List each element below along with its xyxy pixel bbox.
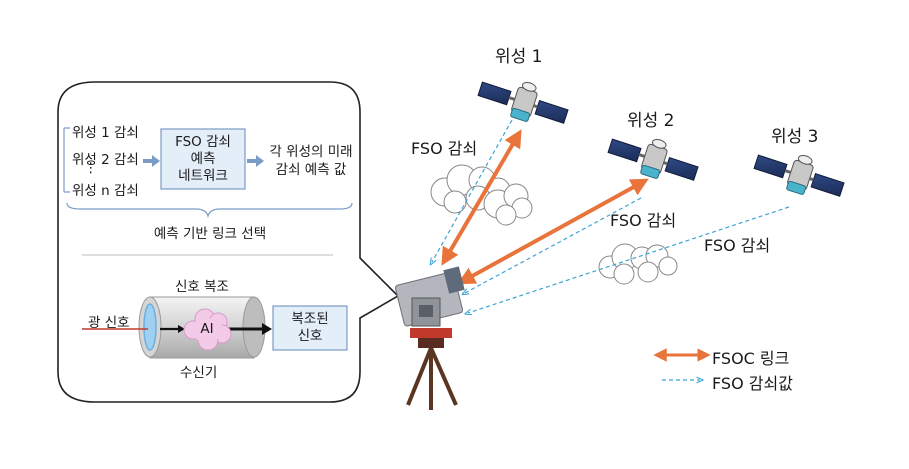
- brace: [66, 202, 353, 219]
- input-ellipsis: ⋮: [84, 160, 98, 176]
- input-satellite-2: 위성 2 감쇠: [72, 152, 139, 168]
- network-box-line-2: 예측: [190, 150, 216, 167]
- network-box-line-1: FSO 감쇠: [175, 133, 231, 150]
- demod-box-line-2: 신호: [297, 328, 323, 344]
- optical-signal-label: 광 신호: [88, 315, 130, 331]
- arrow-to-output: [247, 155, 264, 167]
- demodulated-signal-box: [272, 305, 348, 351]
- satellite-2-icon: [607, 138, 699, 181]
- ai-cloud: [183, 308, 232, 351]
- network-box: [160, 128, 246, 190]
- output-line-2: 감쇠 예측 값: [275, 162, 347, 178]
- ground-station-icon: [394, 266, 465, 410]
- fsoc-link-sat2: [457, 178, 649, 285]
- input-satellite-n: 위성 n 감쇠: [72, 183, 139, 199]
- fso-label-2: FSO 감쇠: [610, 211, 677, 230]
- arrow-to-network: [143, 155, 160, 167]
- demod-box-line-1: 복조된: [291, 311, 329, 327]
- input-satellite-1: 위성 1 감쇠: [72, 125, 139, 141]
- network-box-line-3: 네트워크: [178, 167, 228, 184]
- receiver-caption: 수신기: [180, 365, 218, 381]
- legend-fsoc-label: FSOC 링크: [712, 349, 790, 368]
- ai-label: AI: [200, 321, 214, 337]
- satellite-1-icon: [477, 81, 569, 124]
- output-line-1: 각 위성의 미래: [269, 144, 353, 160]
- legend-fso-label: FSO 감쇠값: [712, 374, 793, 393]
- satellite-1-label: 위성 1: [495, 47, 543, 67]
- receiver-title: 신호 복조: [175, 279, 229, 295]
- cloud-2: [598, 243, 678, 285]
- satellite-2-label: 위성 2: [627, 111, 675, 131]
- fso-label-3: FSO 감쇠: [704, 236, 771, 255]
- fso-label-1: FSO 감쇠: [411, 139, 478, 158]
- brace-caption: 예측 기반 링크 선택: [153, 226, 267, 242]
- satellite-3-label: 위성 3: [771, 127, 819, 147]
- satellite-3-icon: [753, 154, 845, 197]
